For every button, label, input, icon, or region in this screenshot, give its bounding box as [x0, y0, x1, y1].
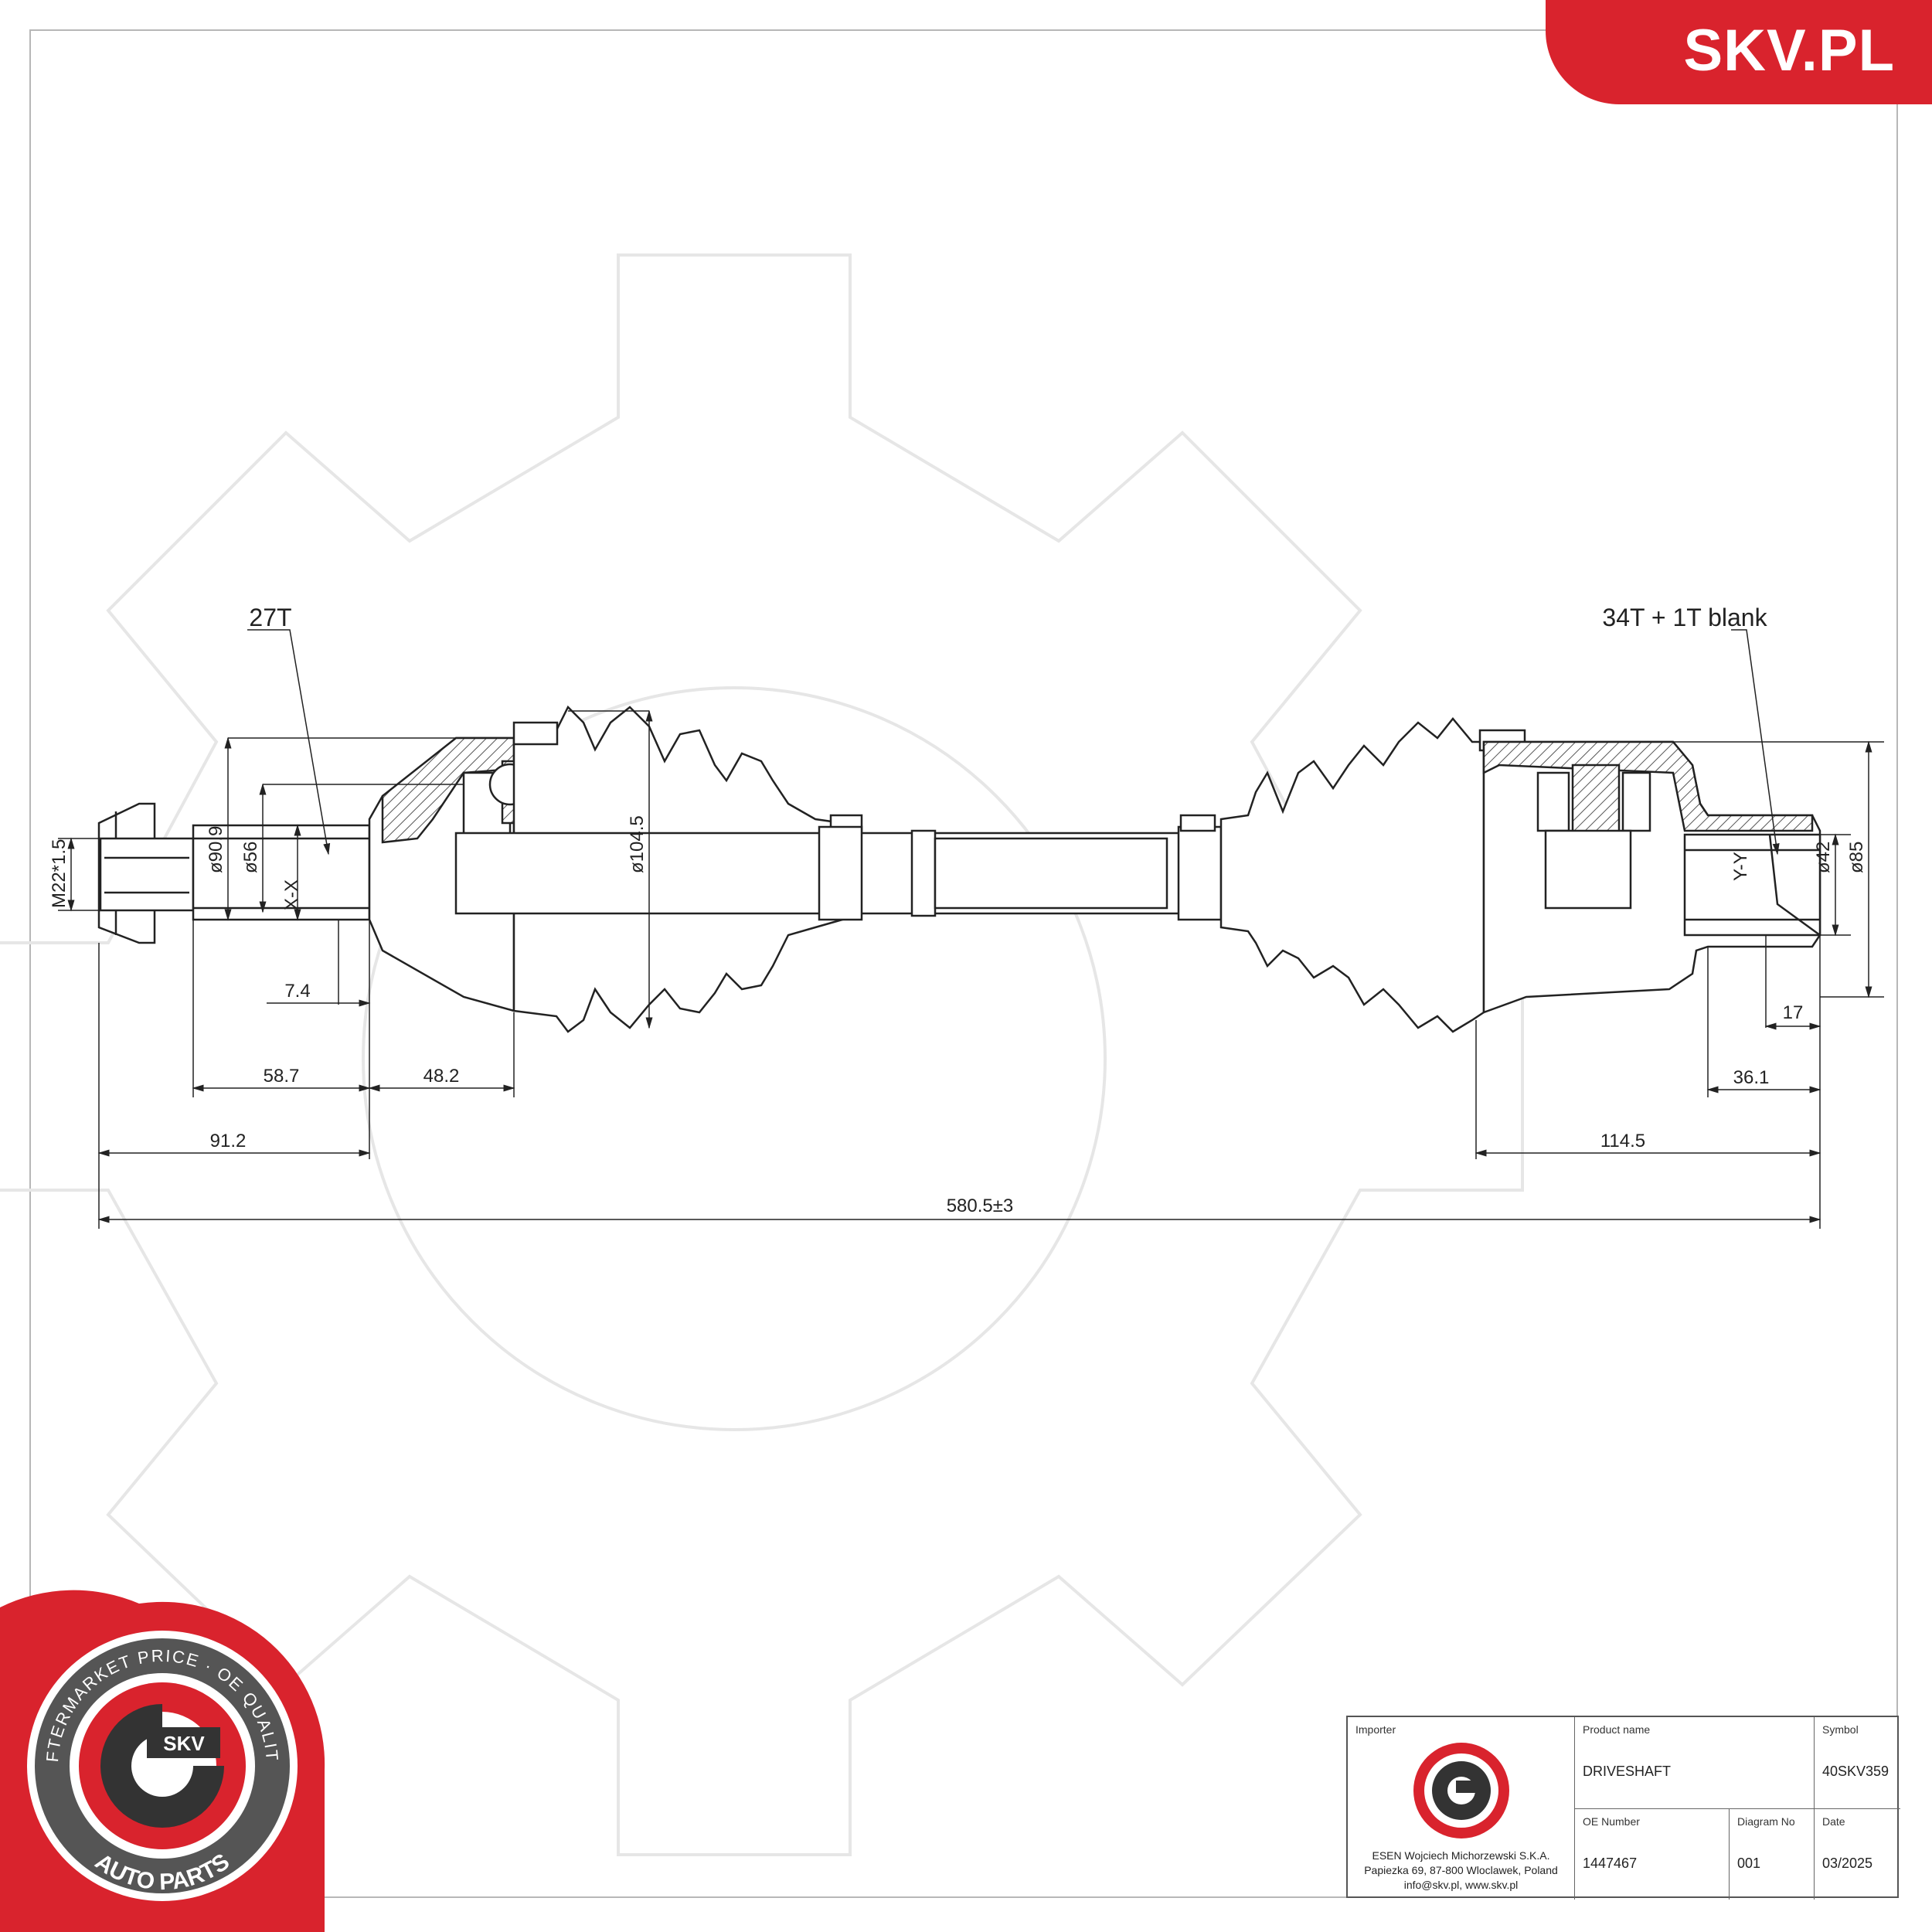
shaft-collar-left — [818, 825, 863, 921]
product-label: Product name — [1583, 1723, 1651, 1736]
dim-7-4: 7.4 — [284, 981, 310, 1002]
product-value: DRIVESHAFT — [1583, 1764, 1672, 1779]
shaft-collar-right — [1177, 825, 1223, 921]
date-cell: Date 03/2025 — [1814, 1808, 1900, 1900]
callout-right-spline: 34T + 1T blank — [1602, 604, 1767, 631]
oe-value: 1447467 — [1583, 1855, 1638, 1871]
product-cell: Product name DRIVESHAFT — [1574, 1717, 1814, 1808]
callout-left-spline: 27T — [249, 604, 291, 631]
inner-boot — [1219, 717, 1485, 1033]
date-value: 03/2025 — [1822, 1855, 1873, 1871]
oe-cell: OE Number 1447467 — [1574, 1808, 1729, 1900]
thread-label: M22*1.5 — [49, 839, 70, 908]
importer-line-1: ESEN Wojciech Michorzewski S.K.A. — [1372, 1849, 1550, 1862]
inner-boot-clamp-small — [1179, 814, 1216, 832]
damper — [910, 829, 937, 917]
diagram-cell: Diagram No 001 — [1729, 1808, 1814, 1900]
importer-line-2: Papiezka 69, 87-800 Wloclawek, Poland — [1364, 1864, 1558, 1876]
importer-line-3: info@skv.pl, www.skv.pl — [1403, 1879, 1519, 1891]
brand-tab: SKV.PL — [1546, 0, 1932, 104]
brand-name: SKV.PL — [1683, 18, 1895, 83]
oe-label: OE Number — [1583, 1815, 1640, 1828]
threaded-stub — [99, 837, 195, 912]
watermark-gear — [0, 253, 1524, 1856]
dim-91-2: 91.2 — [210, 1131, 247, 1151]
dia-104-5: ø104.5 — [627, 815, 648, 873]
drawing-frame — [29, 29, 1898, 1898]
outer-boot-clamp-large — [512, 721, 559, 746]
dim-17: 17 — [1783, 1002, 1804, 1023]
dim-total-length: 580.5±3 — [947, 1196, 1014, 1216]
dim-36-1: 36.1 — [1733, 1067, 1770, 1088]
diagram-value: 001 — [1737, 1855, 1761, 1871]
dia-42: ø42 — [1813, 842, 1834, 873]
seal-center-text: SKV — [163, 1732, 205, 1755]
dimension-lines — [58, 629, 1884, 1229]
importer-seal-icon — [1413, 1743, 1509, 1838]
date-label: Date — [1822, 1815, 1845, 1828]
tripod-spider — [1571, 764, 1621, 836]
section-label-left: X-X — [281, 879, 302, 910]
importer-cell: Importer ESEN Wojciech Michorzewski S.K.… — [1348, 1717, 1574, 1900]
dim-58-7: 58.7 — [264, 1066, 300, 1087]
dim-114-5: 114.5 — [1600, 1131, 1645, 1151]
dim-48-2: 48.2 — [423, 1066, 460, 1087]
dia-90-9: ø90.9 — [206, 826, 226, 873]
importer-label: Importer — [1355, 1723, 1396, 1736]
dia-56: ø56 — [240, 842, 261, 873]
diagram-label: Diagram No — [1737, 1815, 1795, 1828]
symbol-value: 40SKV359 — [1822, 1764, 1889, 1779]
driveshaft-outline — [97, 705, 1821, 1033]
symbol-label: Symbol — [1822, 1723, 1859, 1736]
title-block: Importer ESEN Wojciech Michorzewski S.K.… — [1346, 1716, 1900, 1900]
dia-85: ø85 — [1846, 842, 1867, 873]
inner-housing-hatched — [1482, 740, 1814, 832]
outer-spline-stub — [192, 824, 371, 921]
symbol-cell: Symbol 40SKV359 — [1814, 1717, 1900, 1808]
skv-seal-logo: SKV AFTERMARKET PRICE · OE QUALITY AUTO … — [0, 0, 325, 1932]
section-label-right: Y-Y — [1730, 852, 1751, 881]
